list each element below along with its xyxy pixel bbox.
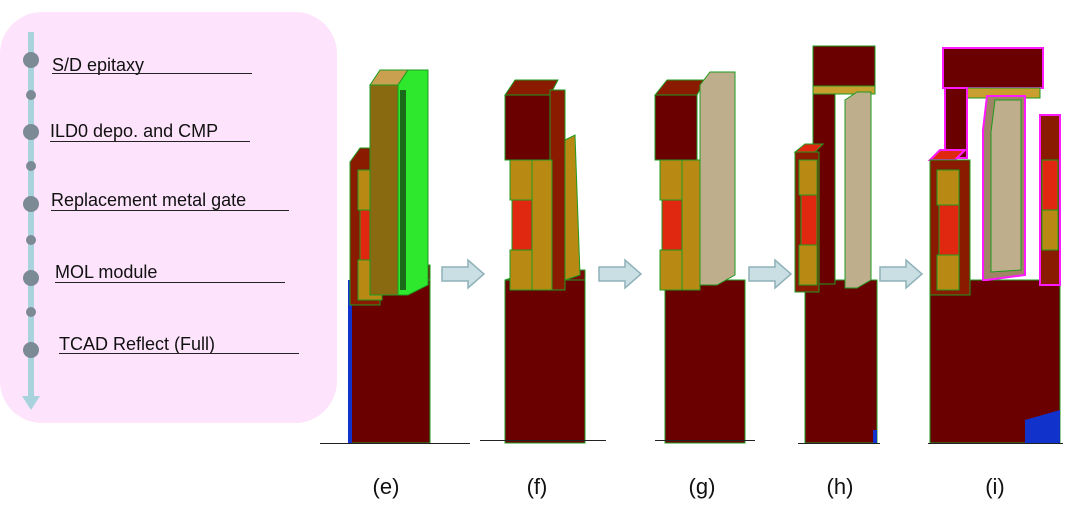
device-baseline [320,443,470,444]
device-structure-f [504,79,586,444]
device-structure-i [927,47,1061,444]
timeline-arrowhead [22,396,40,410]
timeline-dot [23,124,39,140]
device-structure-h [793,45,878,444]
step-underline [52,73,252,74]
timeline-dot [26,90,36,100]
device-baseline [928,443,1063,444]
timeline-dot [26,235,36,245]
panel-label-g: (g) [688,474,716,499]
device-baseline [798,443,880,444]
device-baseline [480,440,606,441]
process-flow-panel [0,12,337,423]
right-arrow-icon [879,258,924,290]
step-underline [50,141,250,142]
device-structure-g [653,71,746,444]
timeline-dot [26,161,36,171]
right-arrow-icon [598,258,643,290]
device-baseline [655,440,755,441]
panel-label-f: (f) [526,474,548,499]
step-label-sd-epitaxy: S/D epitaxy [52,55,145,75]
step-underline [55,282,285,283]
panel-label-h: (h) [826,474,854,499]
step-label-ild0: ILD0 depo. and CMP [50,121,219,141]
timeline-dot [23,270,39,286]
panel-label-e: (e) [372,474,400,499]
step-underline [51,210,289,211]
right-arrow-icon [748,258,793,290]
right-arrow-icon [441,258,486,290]
timeline-dot [23,196,39,212]
step-label-mol: MOL module [55,262,158,282]
step-underline [59,353,299,354]
device-structure-e [348,69,431,444]
step-label-rmg: Replacement metal gate [51,190,247,210]
step-label-tcad: TCAD Reflect (Full) [59,334,216,354]
timeline-dot [23,342,39,358]
panel-label-i: (i) [985,474,1005,499]
timeline-bar [28,32,34,398]
timeline-dot [26,307,36,317]
timeline-dot [23,52,39,68]
